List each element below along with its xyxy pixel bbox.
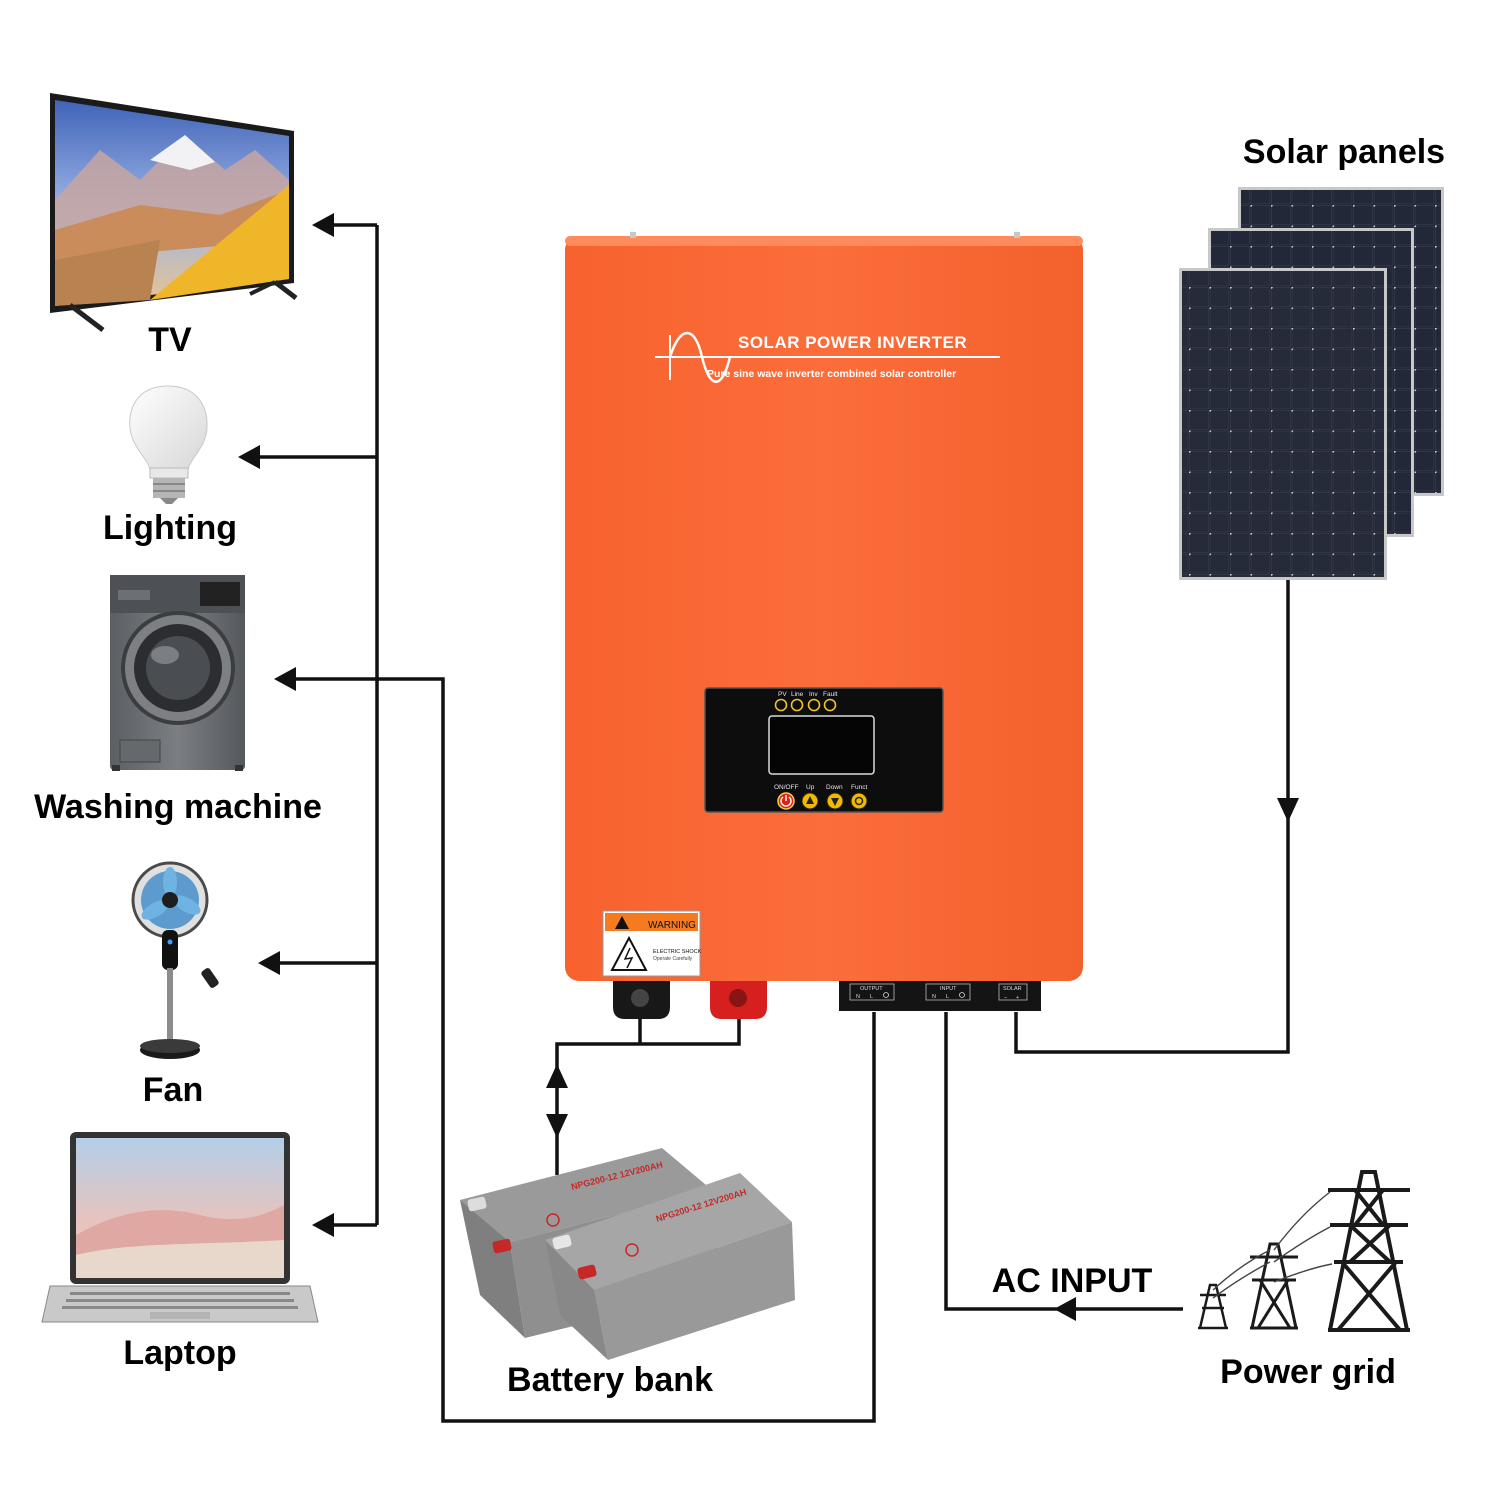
fan-illustration <box>131 861 219 1059</box>
arrow-battery-up <box>546 1064 568 1088</box>
laptop-label: Laptop <box>123 1334 236 1372</box>
arrow-ac-input <box>1054 1297 1076 1321</box>
inv-led <box>807 698 821 712</box>
power-grid-label: Power grid <box>1220 1353 1396 1391</box>
arrow-to-laptop <box>312 1213 334 1237</box>
output-terminal-label: OUTPUT <box>860 986 883 992</box>
tv-illustration <box>50 93 298 332</box>
solar-minus-label: − <box>1004 995 1007 1001</box>
input-n-label: N <box>932 994 936 1000</box>
light-bulb-illustration <box>129 385 208 504</box>
button-labels: ON/OFF Up Down Funct <box>774 784 867 791</box>
indicator-label-fault: Fault <box>823 691 838 698</box>
battery-bank-illustration: NPG200-12 12V200AH NPG200-12 12V200AH <box>460 1148 795 1360</box>
line-led <box>790 698 804 712</box>
lcd-screen <box>768 715 875 775</box>
ac-input-label: AC INPUT <box>992 1262 1153 1300</box>
function-button[interactable] <box>850 792 868 810</box>
inverter-title: SOLAR POWER INVERTER <box>738 333 967 352</box>
wiring-arrows <box>238 213 1299 1321</box>
warning-triangle-icon <box>615 916 629 929</box>
fault-led <box>823 698 837 712</box>
tv-label: TV <box>148 321 192 359</box>
arrow-to-lighting <box>238 445 260 469</box>
labels: TV Lighting Washing machine Fan Laptop S… <box>34 133 1445 1399</box>
terminal-block <box>839 981 1041 1011</box>
washing-machine-illustration <box>110 575 245 771</box>
arrow-to-washing-machine <box>274 667 296 691</box>
indicator-label-line: Line <box>791 691 804 698</box>
solar-panels-illustration <box>1179 187 1444 580</box>
indicator-labels: PV Line Inv Fault <box>778 691 838 698</box>
button-label-funct: Funct <box>851 784 867 791</box>
laptop-illustration <box>41 1132 319 1323</box>
solar-plus-label: + <box>1016 995 1019 1001</box>
warning-line2: Operate Carefully <box>653 956 693 962</box>
battery-bank-label: Battery bank <box>507 1361 713 1399</box>
solar-panels-label: Solar panels <box>1243 133 1445 171</box>
output-n-label: N <box>856 994 860 1000</box>
indicator-label-pv: PV <box>778 691 787 698</box>
indicator-label-inv: Inv <box>809 691 818 698</box>
output-l-label: L <box>870 994 873 1000</box>
power-grid-illustration <box>1198 1170 1410 1332</box>
arrow-solar-down <box>1277 798 1299 822</box>
arrow-to-tv <box>312 213 334 237</box>
inverter-illustration: SOLAR POWER INVERTER Pure sine wave inve… <box>565 232 1083 1019</box>
warning-title: WARNING <box>648 920 696 931</box>
input-l-label: L <box>946 994 949 1000</box>
lighting-label: Lighting <box>103 509 237 547</box>
solar-terminal-label: SOLAR <box>1003 986 1022 992</box>
inverter-subtitle: Pure sine wave inverter combined solar c… <box>707 368 956 380</box>
button-label-down: Down <box>826 784 843 791</box>
fan-label: Fan <box>143 1071 203 1109</box>
arrow-battery-down <box>546 1114 568 1138</box>
arrow-to-fan <box>258 951 280 975</box>
pv-led <box>774 698 788 712</box>
electric-shock-icon <box>610 935 648 971</box>
input-terminal-label: INPUT <box>940 986 957 992</box>
button-label-up: Up <box>806 784 815 791</box>
warning-line1: ELECTRIC SHOCK <box>653 949 702 955</box>
button-label-onoff: ON/OFF <box>774 784 799 791</box>
washing-machine-label: Washing machine <box>34 788 322 826</box>
